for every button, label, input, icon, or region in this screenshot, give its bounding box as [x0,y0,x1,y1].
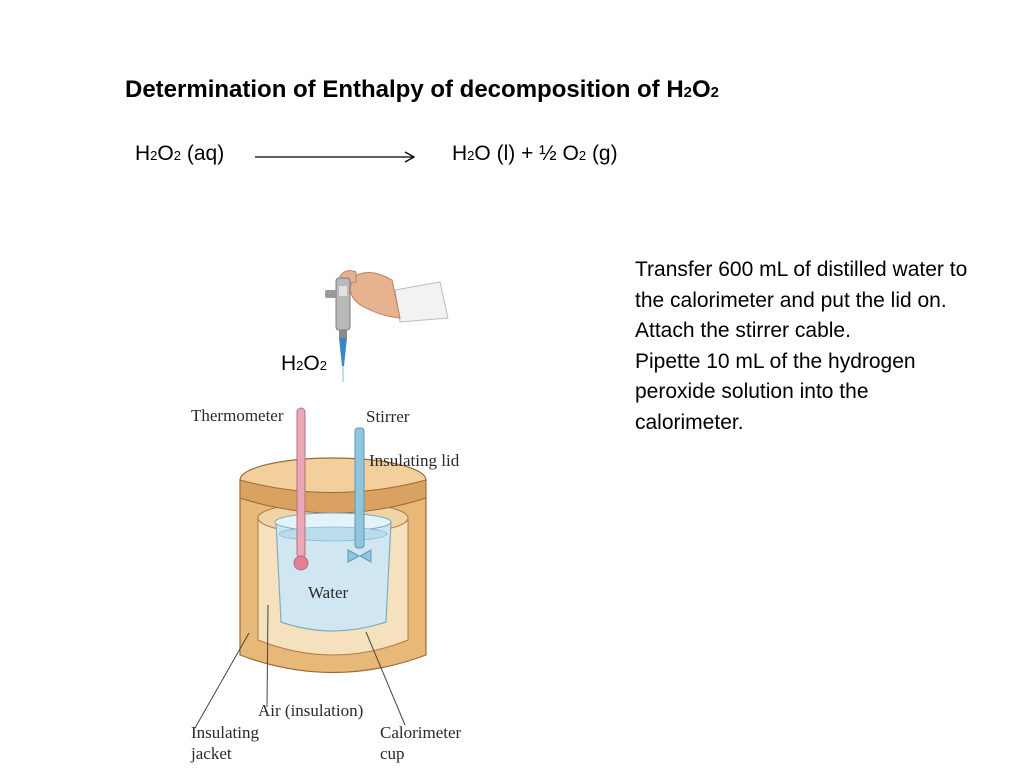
label-calorimeter-cup-line2: cup [380,744,405,763]
label-water: Water [308,583,348,602]
label-stirrer: Stirrer [366,407,410,426]
label-insulating-jacket-line2: jacket [190,744,232,763]
calorimeter [239,407,427,674]
slide-title: Determination of Enthalpy of decompositi… [125,76,719,103]
label-thermometer: Thermometer [191,406,284,425]
label-insulating-lid: Insulating lid [369,451,460,470]
reaction-arrow [255,151,416,163]
equation-products: H2O (l) + ½ O2 (g) [452,142,618,165]
instruction-step-1: Transfer 600 mL of distilled water to th… [635,258,968,342]
pipette-hand-image [325,270,449,382]
label-air-insulation: Air (insulation) [258,701,363,720]
label-calorimeter-cup-line1: Calorimeter [380,723,462,742]
label-insulating-jacket-line1: Insulating [191,723,259,742]
instruction-step-2: Pipette 10 mL of the hydrogen peroxide s… [635,349,916,434]
instructions: Transfer 600 mL of distilled water to th… [635,255,975,438]
equation-reactant: H2O2 (aq) [135,142,225,165]
leader-lines [194,604,406,729]
pipette-label: H2O2 [281,352,328,375]
